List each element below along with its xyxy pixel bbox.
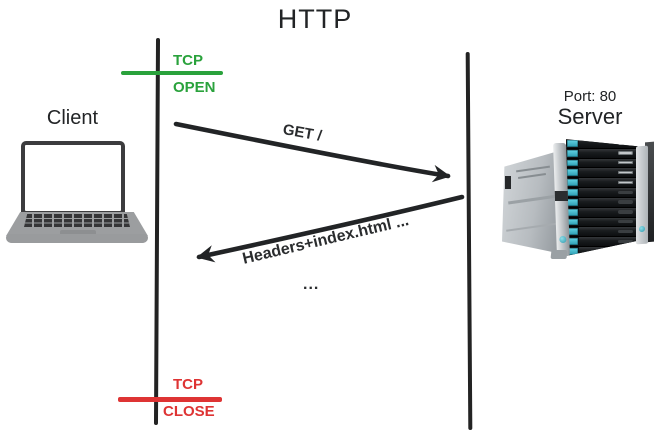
request-message-label: GET / (281, 121, 324, 145)
laptop-keyboard (24, 214, 130, 227)
server-port-label: Port: 80 (563, 88, 617, 105)
tcp-close-protocol-label: TCP (173, 376, 203, 393)
server-lifeline (465, 51, 472, 431)
diagram-title: HTTP (277, 4, 353, 34)
server-right-led (639, 225, 645, 233)
laptop-display (25, 145, 121, 211)
tcp-open-state-label: OPEN (173, 79, 216, 96)
client-label: Client (46, 107, 99, 129)
laptop-base-bar (6, 234, 148, 243)
server-label: Server (557, 104, 623, 129)
tcp-open-line (121, 71, 223, 75)
response-message-label: Headers+index.html ... (240, 212, 411, 268)
laptop-icon (6, 138, 148, 244)
server-side-panel (502, 150, 562, 254)
server-foot (550, 250, 568, 259)
server-power-led (559, 236, 567, 243)
tcp-close-state-label: CLOSE (163, 403, 215, 420)
client-lifeline (153, 37, 160, 426)
tcp-open-protocol-label: TCP (173, 52, 203, 69)
tcp-close-line (118, 397, 222, 402)
server-rack-icon (502, 138, 656, 260)
laptop-screen (21, 141, 125, 214)
response-continuation-label: ... (303, 276, 320, 293)
server-drive-bays (566, 139, 638, 256)
server-right-rail (636, 145, 648, 245)
